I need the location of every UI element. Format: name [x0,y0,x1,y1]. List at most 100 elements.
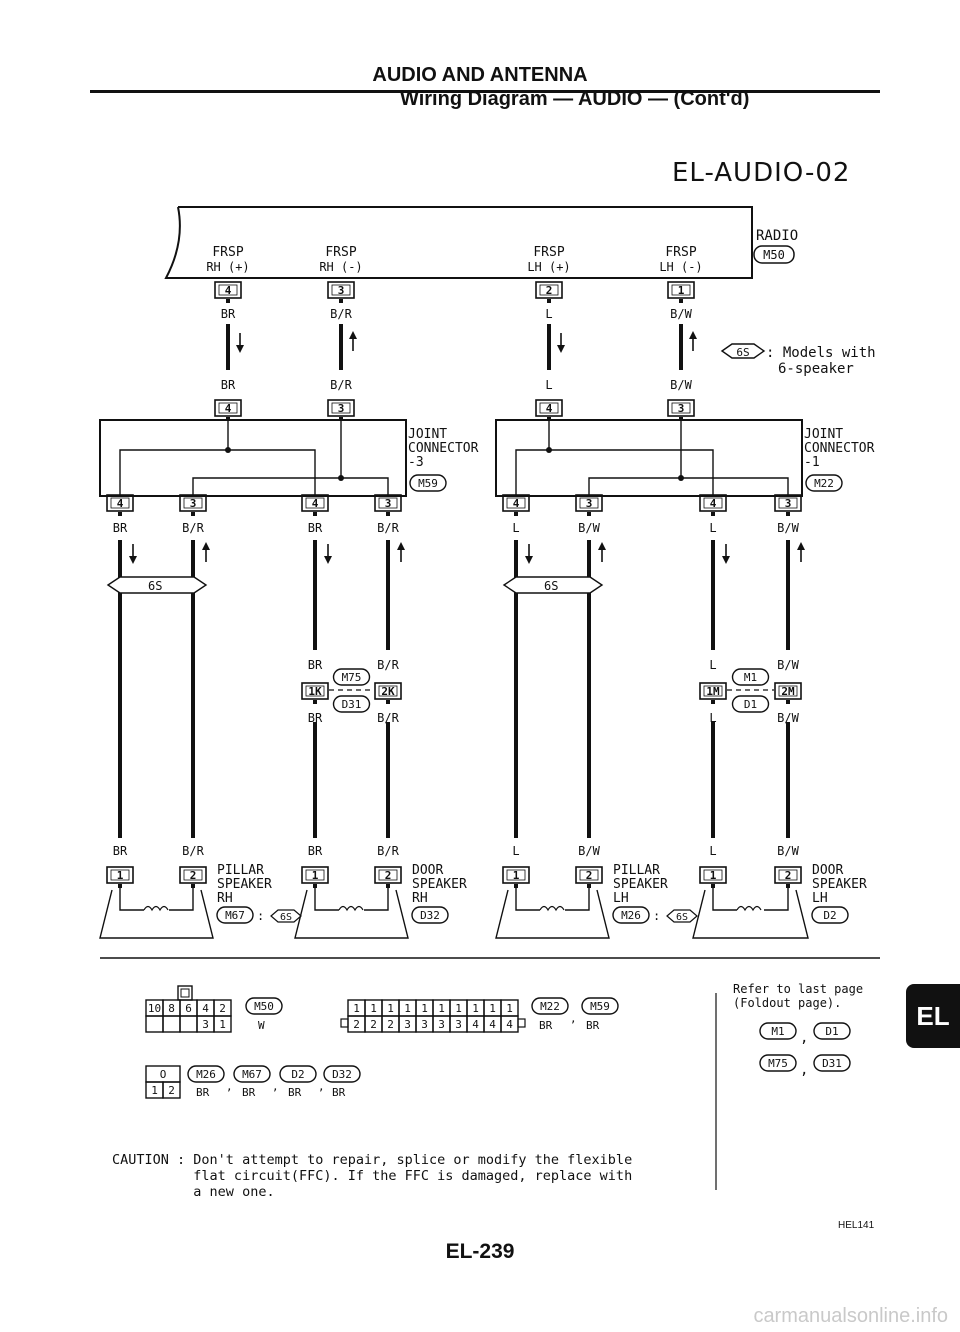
legend-connector-id: M50 [245,997,283,1015]
arrow-down-icon [722,544,730,564]
wire-color: BR [308,844,323,858]
joint-bottom-pin: 4 [106,494,134,516]
svg-text:3: 3 [338,402,345,415]
svg-text:M59: M59 [590,1000,610,1013]
wire-color: B/R [182,844,204,858]
terminal-sub-label: LH (+) [527,260,570,274]
radio-pin: 4 [214,281,242,303]
title-rule [90,90,880,93]
joint-bottom-pin: 4 [301,494,329,516]
terminal-label: FRSP [665,245,696,260]
terminal-sub-label: LH (-) [659,260,702,274]
wire-color: L [545,307,552,321]
svg-text:O: O [160,1068,167,1081]
wire-color: BR [308,711,323,725]
joint-connector-id: M22 [805,474,843,492]
joint-trace [681,477,789,496]
wire-color: BR [113,844,128,858]
joint-top-pin: 3 [667,399,695,421]
svg-text:4: 4 [312,497,319,510]
svg-text:M26: M26 [621,909,641,922]
wire-color: L [709,711,716,725]
speaker-label: SPEAKER [613,877,668,892]
joint-top-pin: 4 [214,399,242,421]
svg-text:1: 1 [151,1084,158,1097]
speaker-cone-icon [692,889,809,939]
svg-text:3: 3 [385,497,392,510]
svg-text:BR: BR [539,1019,553,1032]
svg-text:M67: M67 [242,1068,262,1081]
joint-label: CONNECTOR [408,441,479,456]
svg-text:4: 4 [202,1002,209,1015]
svg-text:,: , [318,1080,325,1093]
joint-bottom-pin: 4 [699,494,727,516]
svg-text:M1: M1 [771,1025,784,1038]
svg-text:4: 4 [472,1018,479,1031]
svg-text:,: , [272,1080,279,1093]
svg-text:2: 2 [546,284,553,297]
svg-text:1: 1 [404,1002,411,1015]
joint-connector-id: M59 [409,474,447,492]
svg-text:2: 2 [168,1084,175,1097]
speaker-label: RH [217,891,233,906]
joint-label: JOINT [804,427,843,442]
speaker-pin: 1 [699,866,727,888]
refer-connector-id: D1 [813,1022,851,1040]
separator: : [653,909,660,923]
wire-color: B/W [777,844,799,858]
arrow-up-icon [797,542,805,562]
svg-text:4: 4 [710,497,717,510]
speaker-label: DOOR [412,863,443,878]
wire-color: B/R [182,521,204,535]
svg-text:BR: BR [332,1086,346,1099]
speaker-pin: 1 [502,866,530,888]
diagram-code: EL-AUDIO-02 [672,158,851,188]
speaker-coil-icon [143,905,169,912]
radio-connector: M50 [753,245,795,264]
joint-bottom-pin: 3 [575,494,603,516]
svg-text:4: 4 [225,284,232,297]
svg-text:2: 2 [353,1018,360,1031]
page-number: EL-239 [445,1240,515,1263]
joint-number: -1 [804,455,820,470]
speaker-label: RH [412,891,428,906]
wire-color: BR [113,521,128,535]
svg-text:D32: D32 [332,1068,352,1081]
terminal-sub-label: RH (+) [206,260,249,274]
inline-connector-id: M75 [332,668,371,686]
svg-text:1: 1 [312,869,319,882]
speaker-wiring [515,887,590,911]
terminal-label: FRSP [533,245,564,260]
speaker-connector-id: D2 [811,906,849,924]
joint-label: JOINT [408,427,447,442]
six-speaker-harness: 6S [106,576,208,594]
svg-text:D1: D1 [825,1025,838,1038]
section-tab[interactable]: EL [906,984,960,1048]
inline-connector-id: D1 [731,695,770,713]
six-speaker-note: 6S : Models with 6-speaker [720,343,876,377]
joint-bottom-pin: 3 [179,494,207,516]
svg-text:4: 4 [117,497,124,510]
arrow-down-icon [525,544,533,564]
svg-text:6-speaker: 6-speaker [778,361,854,377]
speaker-wiring [314,887,389,911]
svg-text:6S: 6S [676,912,688,923]
radio-label: RADIO [756,228,798,244]
splice-dot [546,447,552,453]
caution-note: CAUTION : Don't attempt to repair, splic… [112,1152,633,1200]
joint-trace [588,420,682,496]
svg-text:3: 3 [190,497,197,510]
radio-pin: 1 [667,281,695,303]
page-subtitle: Wiring Diagram — AUDIO — (Cont'd) [400,88,750,110]
wire-color: BR [308,658,323,672]
svg-text:1M: 1M [706,685,720,698]
svg-text:4: 4 [489,1018,496,1031]
wire-color: BR [308,521,323,535]
svg-text:3: 3 [338,284,345,297]
joint-top-pin: 3 [327,399,355,421]
arrow-up-icon [689,331,697,351]
